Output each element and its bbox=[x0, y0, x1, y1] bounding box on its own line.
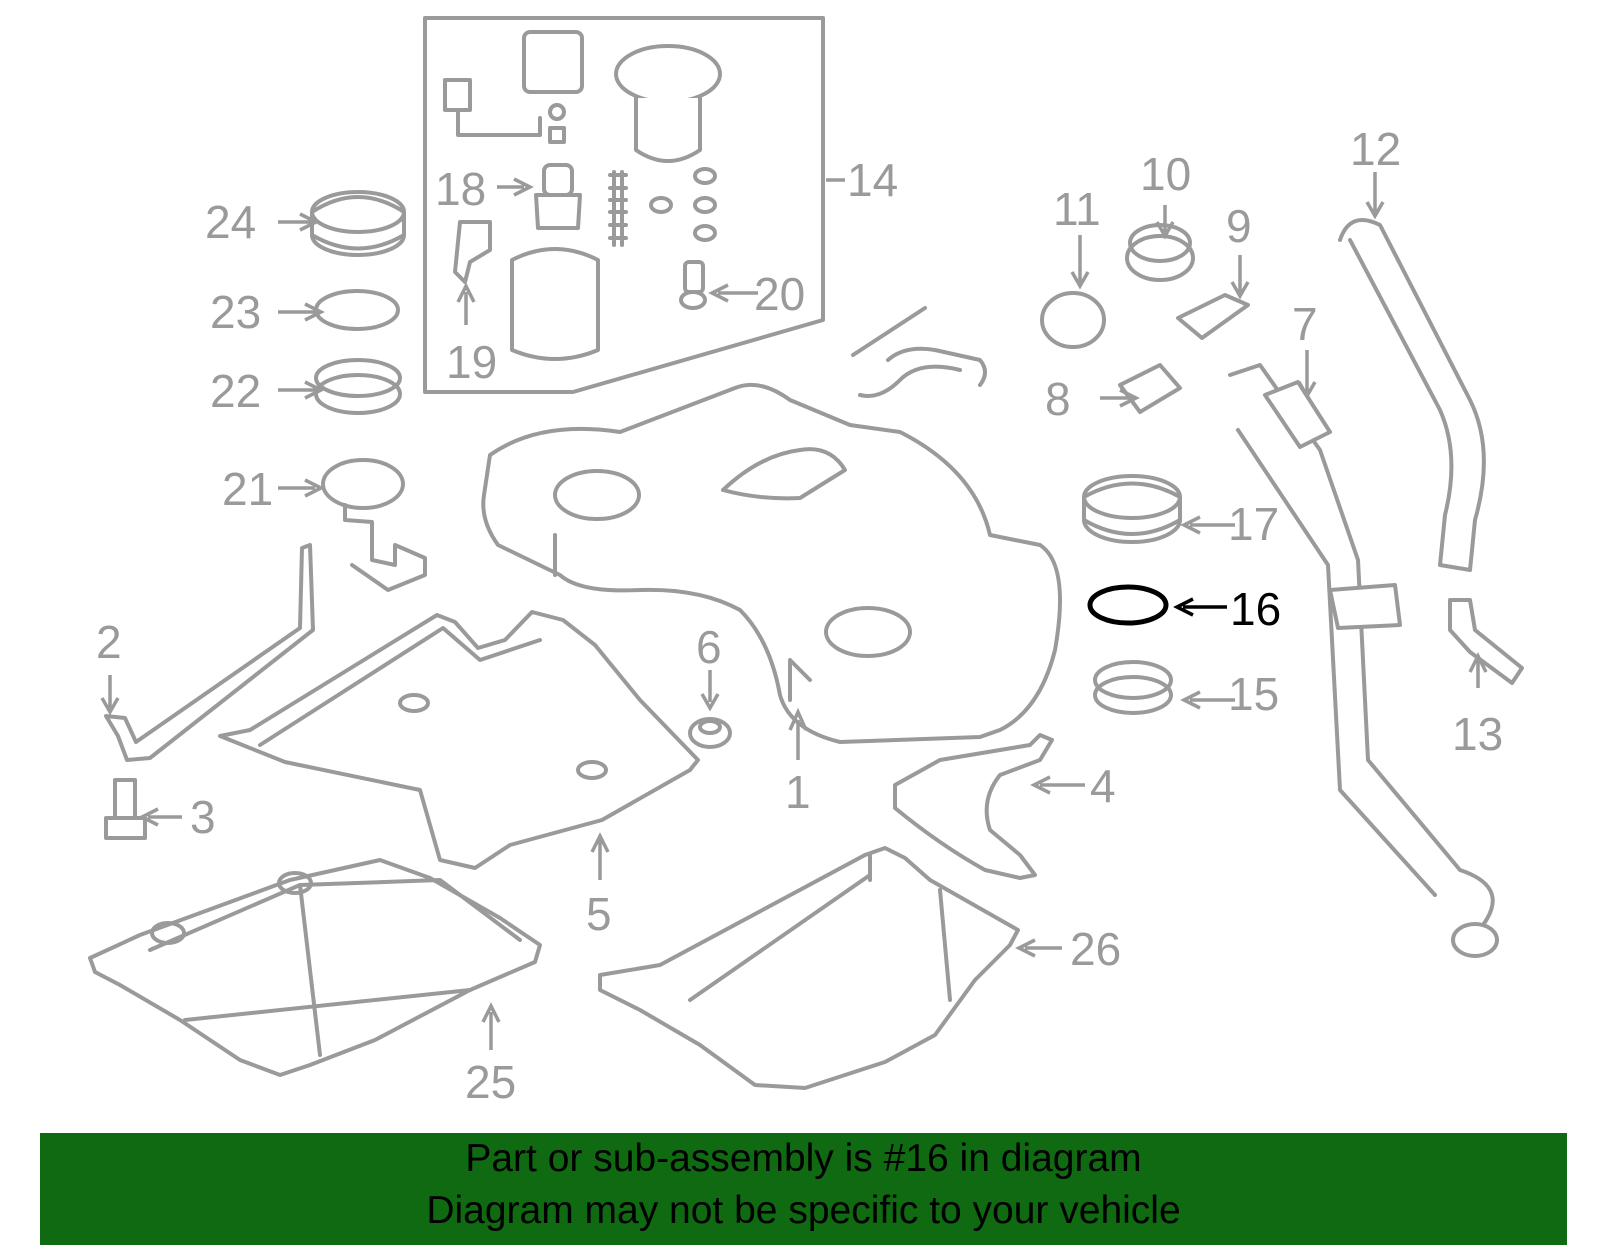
fuel-pump-assembly-box bbox=[423, 16, 825, 394]
bracket-part bbox=[893, 733, 1054, 880]
filler-cover-part bbox=[1176, 293, 1250, 340]
grommet-part bbox=[688, 717, 732, 749]
leader-lines bbox=[100, 172, 1488, 1050]
callout-15: 15 bbox=[1228, 668, 1279, 720]
tank-neck-left bbox=[553, 469, 641, 521]
strap-part bbox=[104, 543, 315, 762]
callout-14: 14 bbox=[847, 154, 898, 206]
fuel-cap-part bbox=[1125, 223, 1195, 282]
fuel-pump-assembly-parts bbox=[443, 30, 722, 361]
seal-part bbox=[314, 358, 402, 415]
callout-19: 19 bbox=[446, 336, 497, 388]
callout-10: 10 bbox=[1140, 148, 1191, 200]
lock-ring-part bbox=[310, 190, 406, 257]
filler-neck-part bbox=[1228, 363, 1495, 942]
callout-20: 20 bbox=[754, 268, 805, 320]
hose-end-part bbox=[1448, 598, 1524, 685]
callout-4: 4 bbox=[1090, 760, 1116, 812]
banner-line-1: Part or sub-assembly is #16 in diagram bbox=[465, 1137, 1142, 1180]
callout-26: 26 bbox=[1070, 923, 1121, 975]
bolt-part bbox=[104, 778, 147, 840]
callout-23: 23 bbox=[210, 286, 261, 338]
callout-9: 9 bbox=[1226, 200, 1252, 252]
callout-21: 21 bbox=[222, 463, 273, 515]
callout-17: 17 bbox=[1228, 498, 1279, 550]
heat-shield-part bbox=[218, 610, 700, 870]
callout-25: 25 bbox=[465, 1056, 516, 1108]
info-banner: Part or sub-assembly is #16 in diagram D… bbox=[40, 1133, 1567, 1245]
banner-line-2: Diagram may not be specific to your vehi… bbox=[426, 1189, 1181, 1232]
hose-clamp-part bbox=[1040, 291, 1106, 349]
skid-plate-right-part bbox=[598, 846, 1020, 1090]
tank-neck-right bbox=[824, 606, 912, 658]
callout-24: 24 bbox=[205, 196, 256, 248]
callout-1: 1 bbox=[785, 766, 811, 818]
callout-2: 2 bbox=[96, 616, 122, 668]
callout-22: 22 bbox=[210, 365, 261, 417]
parts-diagram: 1 2 3 4 5 6 7 8 9 10 11 12 13 14 15 16 1… bbox=[88, 16, 1524, 1108]
callout-5: 5 bbox=[586, 888, 612, 940]
callout-16: 16 bbox=[1230, 583, 1281, 635]
callout-11: 11 bbox=[1053, 183, 1101, 235]
skid-plate-left-part bbox=[88, 858, 542, 1077]
hose-part bbox=[1338, 218, 1486, 572]
fuel-tank-part bbox=[481, 383, 1062, 744]
callout-18: 18 bbox=[435, 163, 486, 215]
callout-3: 3 bbox=[190, 791, 216, 843]
callout-6: 6 bbox=[696, 621, 722, 673]
callout-7: 7 bbox=[1292, 298, 1318, 350]
callout-12: 12 bbox=[1350, 123, 1401, 175]
callout-13: 13 bbox=[1452, 708, 1503, 760]
label-part bbox=[1118, 363, 1182, 414]
lock-ring-17-part bbox=[1082, 474, 1182, 544]
gasket-part-highlighted bbox=[1087, 584, 1169, 626]
callout-numbers: 1 2 3 4 5 6 7 8 9 10 11 12 13 14 15 16 1… bbox=[96, 123, 1503, 1108]
seal-15-part bbox=[1093, 660, 1173, 715]
o-ring-part bbox=[314, 289, 400, 331]
sender-unit-part bbox=[321, 458, 427, 592]
callout-8: 8 bbox=[1045, 373, 1071, 425]
